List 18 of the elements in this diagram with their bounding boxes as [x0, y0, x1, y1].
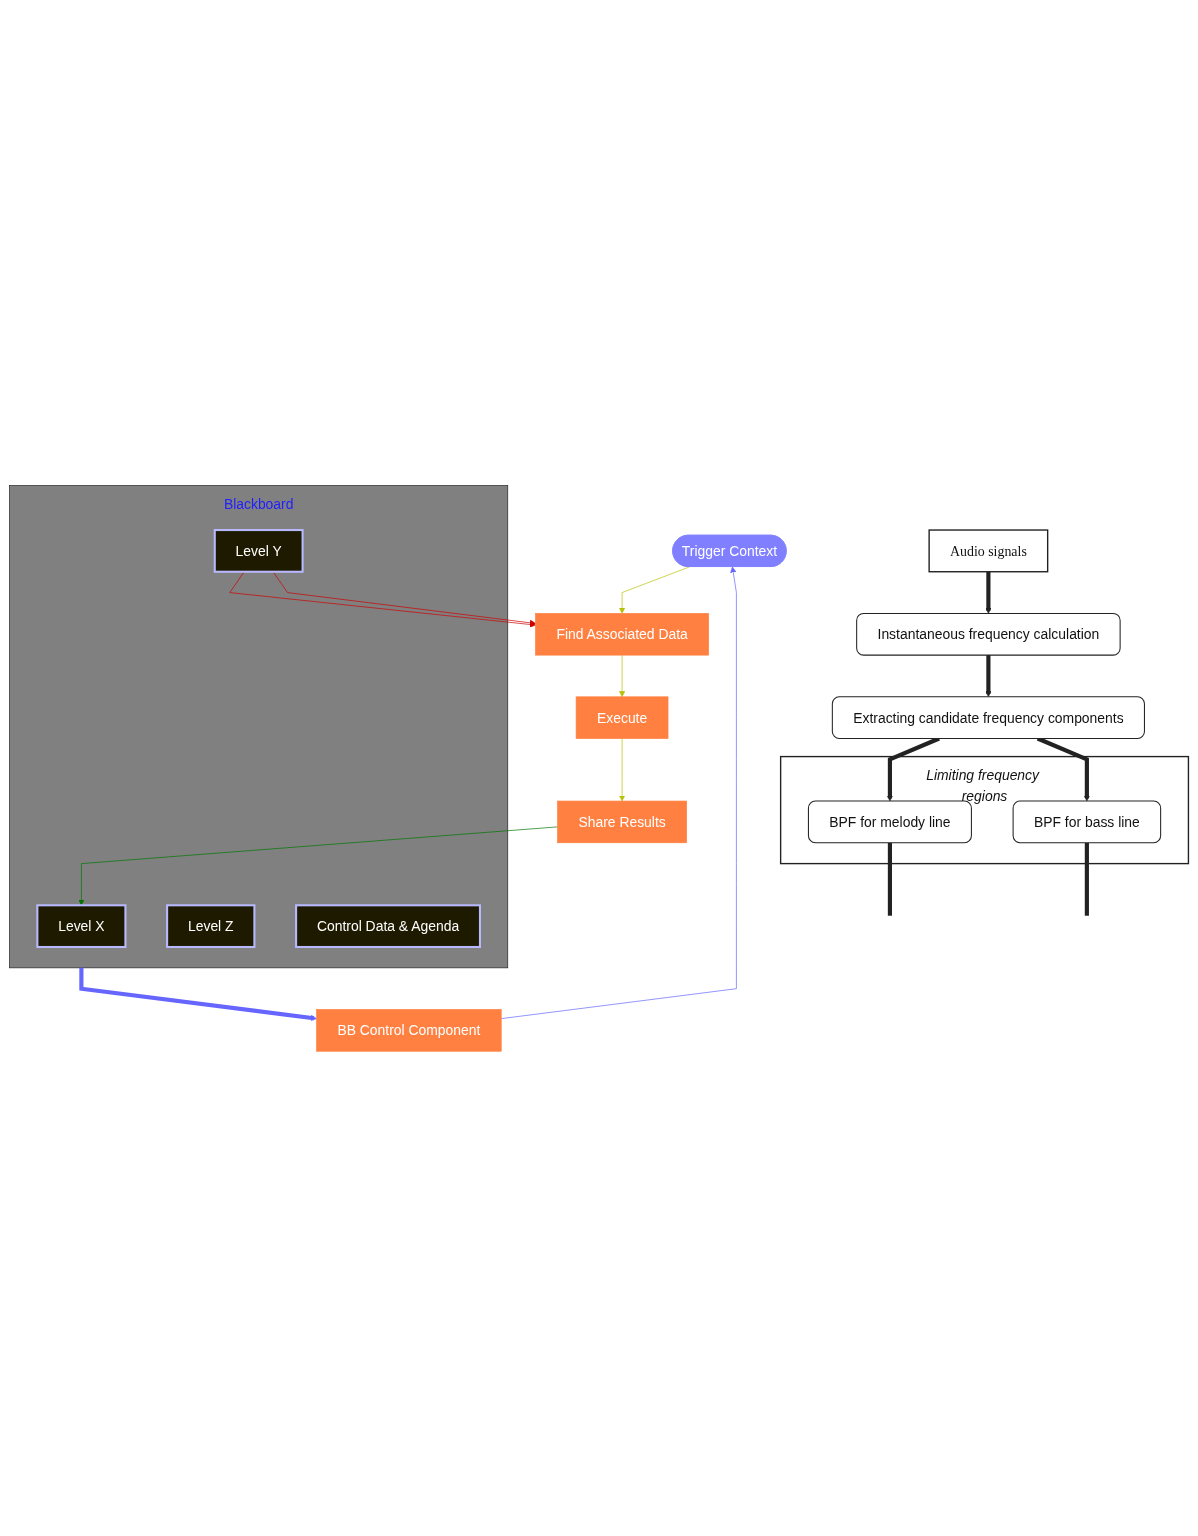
node-box: Find Associated Data: [535, 612, 709, 656]
arrow: [79, 967, 317, 1021]
node-box: BB Control Component: [316, 1008, 502, 1052]
arrow: [985, 654, 992, 697]
node-box: Instantaneous frequency calculation: [856, 612, 1121, 656]
node-box: Extracting candidate frequency components: [831, 695, 1145, 739]
node-box: Level Z: [166, 903, 256, 948]
connector: [1084, 842, 1089, 916]
node-box: Level Y: [213, 528, 304, 573]
node-box: BPF for melody line: [807, 800, 972, 843]
node-box: Control Data & Agenda: [295, 903, 481, 948]
node-box: Audio signals: [928, 528, 1049, 573]
node-box: Execute: [575, 696, 669, 739]
node-box: Level X: [36, 903, 127, 948]
node-box: BPF for bass line: [1012, 800, 1162, 843]
connector: [887, 842, 892, 916]
node-box: Share Results: [557, 800, 687, 843]
arrow: [985, 571, 992, 614]
